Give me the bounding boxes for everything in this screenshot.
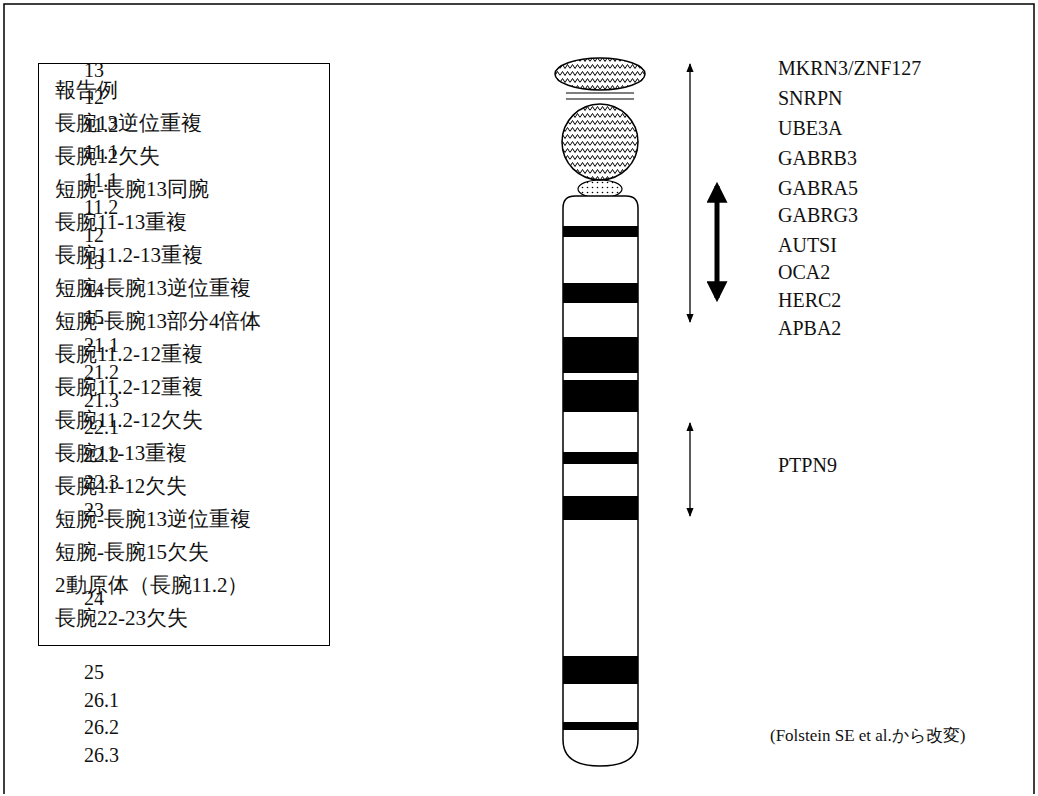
source-note: (Folstein SE et al.から改変)	[770, 724, 965, 748]
gene-name: GABRA5	[778, 176, 858, 200]
case-item: 短腕-長腕15欠失	[55, 536, 313, 569]
band-number: 23	[84, 498, 104, 522]
band-number: 25	[84, 660, 104, 684]
gene-name: PTPN9	[778, 453, 837, 477]
band-number: 11.1	[84, 140, 118, 164]
band-number: 22.3	[84, 470, 119, 494]
band-number: 21.3	[84, 388, 119, 412]
band-dark	[560, 226, 642, 237]
gene-name: OCA2	[778, 260, 830, 284]
band-dark	[560, 496, 642, 520]
region-arrow	[689, 64, 690, 322]
band-number: 11.2	[84, 113, 118, 137]
band-light	[560, 190, 642, 770]
band-number: 21.2	[84, 360, 119, 384]
band-dark	[560, 380, 642, 412]
gene-name: UBE3A	[778, 116, 842, 140]
critical-region-arrow	[715, 186, 720, 298]
band-dark	[560, 283, 642, 303]
band-number: 12	[84, 223, 104, 247]
band-number: 15	[84, 305, 104, 329]
band-dark	[560, 722, 642, 730]
case-list-box: 報告例長腕13逆位重複長腕12欠失短腕-長腕13同腕長腕11-13重複長腕11.…	[38, 63, 330, 646]
stalk-line	[566, 92, 634, 93]
short-arm-band	[562, 104, 638, 180]
band-number: 22.2	[84, 443, 119, 467]
gene-name: GABRG3	[778, 203, 858, 227]
band-number: 24	[84, 586, 104, 610]
band-number: 26.2	[84, 715, 119, 739]
band-dark	[560, 656, 642, 684]
short-arm	[555, 58, 645, 198]
frame	[4, 4, 1034, 794]
stalk-line	[566, 98, 634, 99]
band-number: 12	[84, 85, 104, 109]
gene-name: HERC2	[778, 288, 841, 312]
long-arm-bands	[560, 190, 642, 770]
band-dark	[560, 452, 642, 464]
band-number: 22.1	[84, 415, 119, 439]
band-number: 13	[84, 250, 104, 274]
gene-name: SNRPN	[778, 86, 842, 110]
band-dark	[560, 337, 642, 373]
band-number: 13	[84, 58, 104, 82]
gene-name: AUTSI	[778, 233, 837, 257]
gene-name: MKRN3/ZNF127	[778, 56, 921, 80]
long-arm-outline	[563, 196, 638, 766]
gene-name: APBA2	[778, 316, 841, 340]
gene-name: GABRB3	[778, 146, 857, 170]
band-number: 21.1	[84, 333, 119, 357]
satellite	[555, 58, 645, 90]
region-arrow	[689, 423, 690, 516]
band-number: 11.2	[84, 195, 118, 219]
band-number: 26.3	[84, 743, 119, 767]
band-number: 26.1	[84, 688, 119, 712]
band-number: 14	[84, 278, 104, 302]
band-number: 11.1	[84, 168, 118, 192]
